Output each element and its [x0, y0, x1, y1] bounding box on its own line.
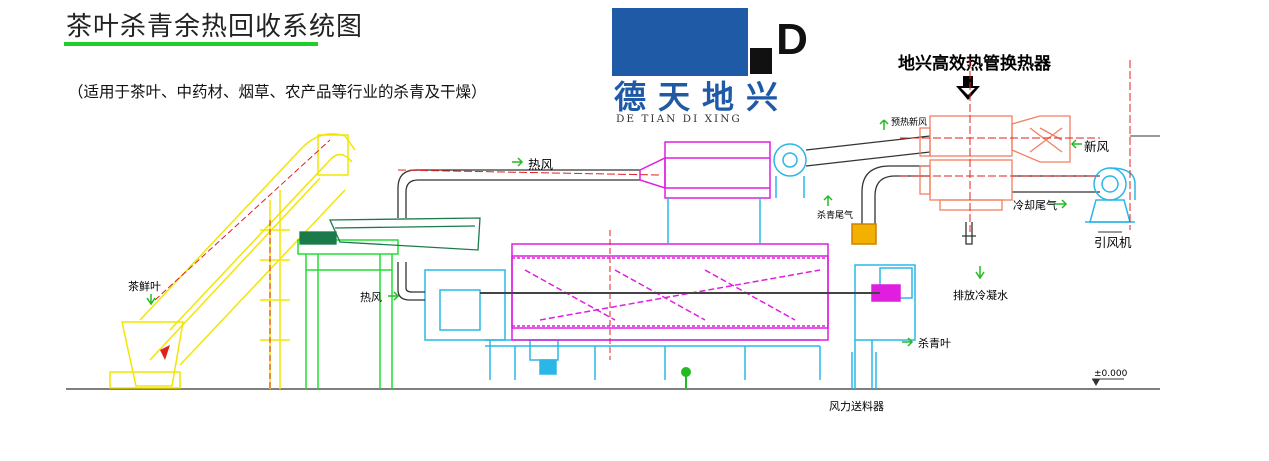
- title-underline: [64, 42, 318, 46]
- ground-level-marker: [1092, 378, 1124, 386]
- label-cooled-exhaust: 冷却尾气: [1013, 199, 1057, 212]
- heat-pipe-exchanger: [919, 115, 1071, 211]
- label-hot-air-left: 热风: [360, 291, 382, 304]
- vibrating-feeder: [299, 217, 481, 251]
- hot-air-duct: [397, 169, 640, 301]
- subtitle: （适用于茶叶、中药材、烟草、农产品等行业的杀青及干燥）: [68, 83, 487, 101]
- label-preheat-air: 预热新风: [891, 118, 928, 128]
- label-fresh-air: 新风: [1084, 139, 1110, 154]
- label-kill-green-exhaust: 杀青尾气: [817, 211, 854, 221]
- flow-arrows: [146, 119, 1082, 347]
- down-arrow-icon: [956, 76, 980, 100]
- blower-fan: [773, 143, 807, 198]
- svg-text:D: D: [776, 15, 808, 64]
- label-hot-air-top: 热风: [528, 157, 554, 172]
- company-logo: D 德天地兴 DE TIAN DI XING: [612, 8, 836, 125]
- heat-exchanger-title: 地兴高效热管换热器: [898, 54, 1051, 74]
- label-pneumatic-feeder: 风力送料器: [829, 400, 884, 413]
- label-ground-level: ±0.000: [1094, 369, 1128, 379]
- logo-chars: 德天地兴: [614, 78, 790, 116]
- label-condensate: 排放冷凝水: [953, 289, 1008, 302]
- label-fresh-leaves: 茶鲜叶: [128, 280, 161, 293]
- drum-frame: [424, 264, 916, 389]
- air-heater: [639, 141, 771, 244]
- label-induced-fan: 引风机: [1094, 235, 1132, 250]
- label-green-leaves: 杀青叶: [918, 337, 951, 350]
- pneumatic-feeder: [851, 223, 877, 389]
- feeder-stand: [297, 239, 399, 389]
- page-title: 茶叶杀青余热回收系统图: [66, 12, 364, 42]
- logo-pinyin: DE TIAN DI XING: [616, 113, 742, 124]
